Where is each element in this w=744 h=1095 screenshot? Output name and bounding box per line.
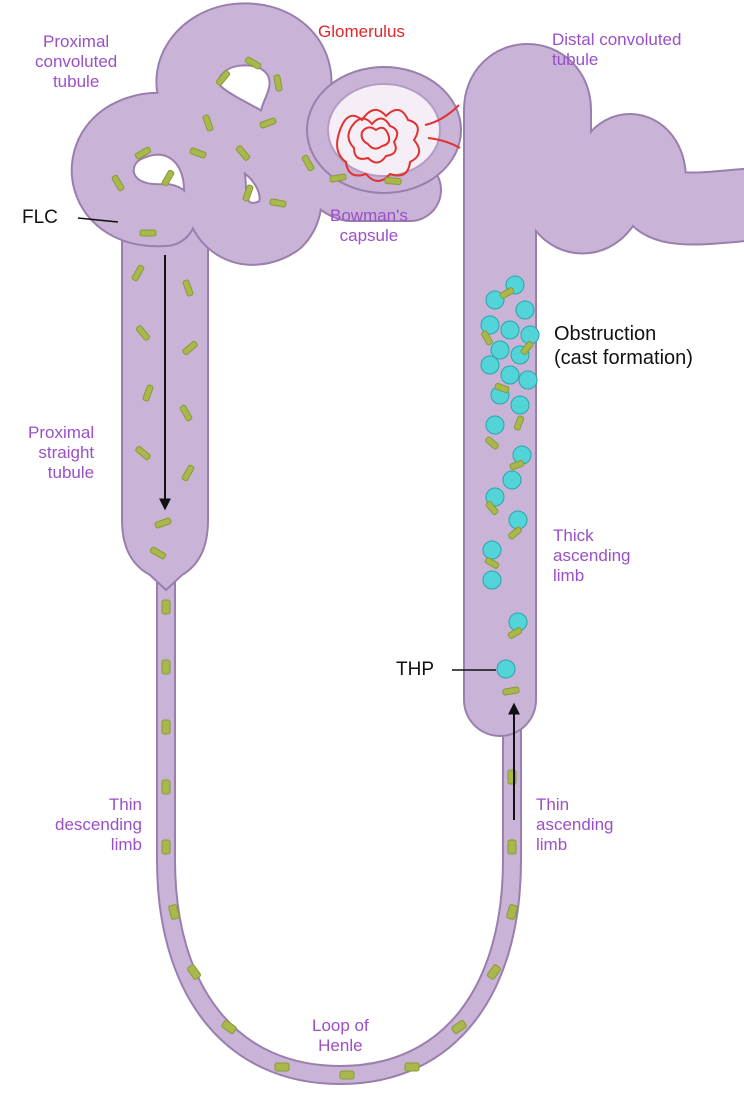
label-thp: THP <box>396 659 434 681</box>
label-flc: FLC <box>22 207 58 229</box>
label-loop-of-henle: Loop of Henle <box>312 1016 369 1056</box>
loop-of-henle-tube <box>166 560 512 1075</box>
label-thin-descending-limb: Thin descending limb <box>55 795 142 855</box>
bowmans-capsule-shape <box>306 66 462 194</box>
label-proximal-straight-tubule: Proximal straight tubule <box>28 423 94 483</box>
label-proximal-convoluted-tubule: Proximal convoluted tubule <box>35 32 117 92</box>
label-glomerulus: Glomerulus <box>318 22 405 42</box>
label-thick-ascending-limb: Thick ascending limb <box>553 526 631 586</box>
label-obstruction: Obstruction (cast formation) <box>554 322 693 370</box>
label-bowmans-capsule: Bowman's capsule <box>330 206 408 246</box>
label-thin-ascending-limb: Thin ascending limb <box>536 795 614 855</box>
label-distal-convoluted-tubule: Distal convoluted tubule <box>552 30 681 70</box>
